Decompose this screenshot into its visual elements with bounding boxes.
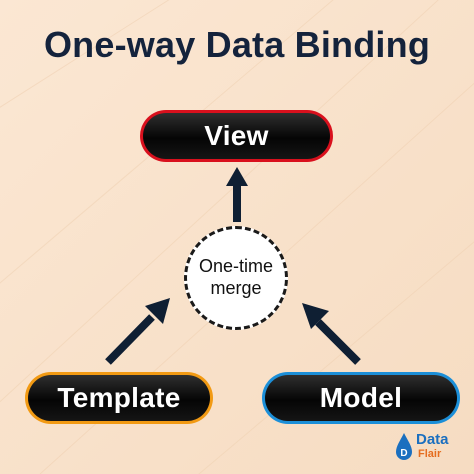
view-node: View	[140, 110, 333, 162]
arrow-to-view	[226, 167, 248, 222]
arrow-from-template	[105, 298, 170, 365]
merge-label-line1: One-time	[198, 256, 274, 277]
model-node: Model	[262, 372, 460, 424]
template-node: Template	[25, 372, 213, 424]
page-title: One-way Data Binding	[43, 24, 431, 65]
one-time-merge-circle: One-time merge	[184, 226, 288, 330]
logo-drop-icon: D	[396, 433, 412, 460]
svg-text:D: D	[400, 448, 407, 459]
arrow-from-model	[302, 303, 361, 365]
view-label: View	[143, 113, 330, 159]
merge-label-line2: merge	[210, 278, 262, 298]
template-label: Template	[28, 375, 210, 421]
logo-word-data: Data	[416, 431, 449, 448]
logo-word-flair: Flair	[418, 448, 442, 460]
model-label: Model	[265, 375, 457, 421]
dataflair-logo: D Data Flair	[394, 430, 466, 466]
